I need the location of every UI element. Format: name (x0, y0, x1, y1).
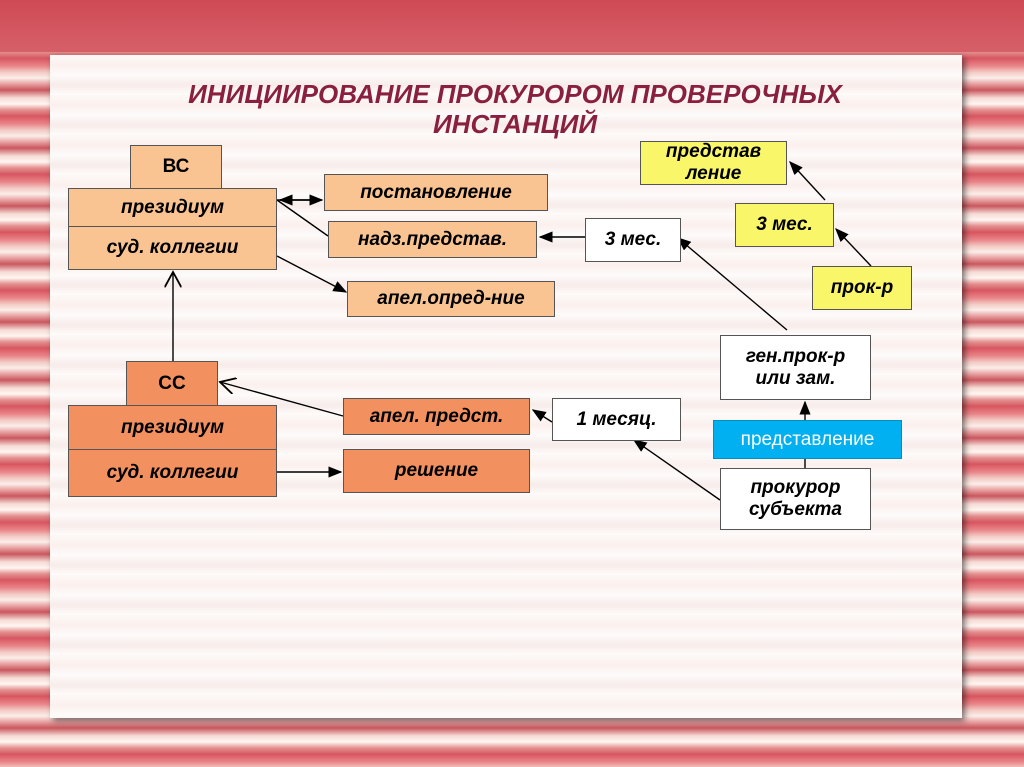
arrow-legend-1 (789, 160, 826, 201)
one-month-box: 1 месяц. (552, 398, 681, 441)
submission-label: представление (713, 420, 902, 459)
vs-colleges: суд. коллегии (68, 226, 277, 270)
reshenie-box: решение (343, 449, 530, 493)
arrow-to-apel-opred (276, 255, 348, 293)
arrow-nadz-to-presidium (276, 199, 329, 237)
slide-title: ИНИЦИИРОВАНИЕ ПРОКУРОРОМ ПРОВЕРОЧНЫХ ИНС… (188, 79, 842, 139)
arrow-1mes-to-apel (531, 409, 553, 423)
arrow-gen-to-3mes (676, 237, 788, 331)
ss-box: СС (126, 361, 218, 406)
subject-prosecutor-box: прокурор субъекта (720, 468, 871, 530)
arrow-legend-2 (835, 227, 872, 267)
apel-predst-box: апел. предст. (343, 398, 530, 435)
vs-presidium: президиум (68, 188, 277, 227)
three-months-box: 3 мес. (585, 218, 681, 262)
legend-predstavlenie: представ ление (640, 141, 787, 185)
top-band (0, 0, 1024, 52)
arrow-apel-predst-to-ss (220, 382, 344, 417)
ss-presidium: президиум (68, 405, 277, 450)
nadz-predstav-box: надз.представ. (328, 221, 537, 258)
gen-prosecutor-box: ген.прок-р или зам. (720, 335, 871, 400)
vs-box: ВС (130, 145, 222, 189)
apel-opred-box: апел.опред-ние (347, 281, 555, 317)
arrow-subject-to-1mes (632, 439, 721, 501)
ss-colleges: суд. коллегии (68, 449, 277, 497)
legend-prosecutor: прок-р (812, 266, 912, 310)
postanovlenie-box: постановление (324, 174, 548, 211)
legend-three-months: 3 мес. (735, 203, 834, 247)
